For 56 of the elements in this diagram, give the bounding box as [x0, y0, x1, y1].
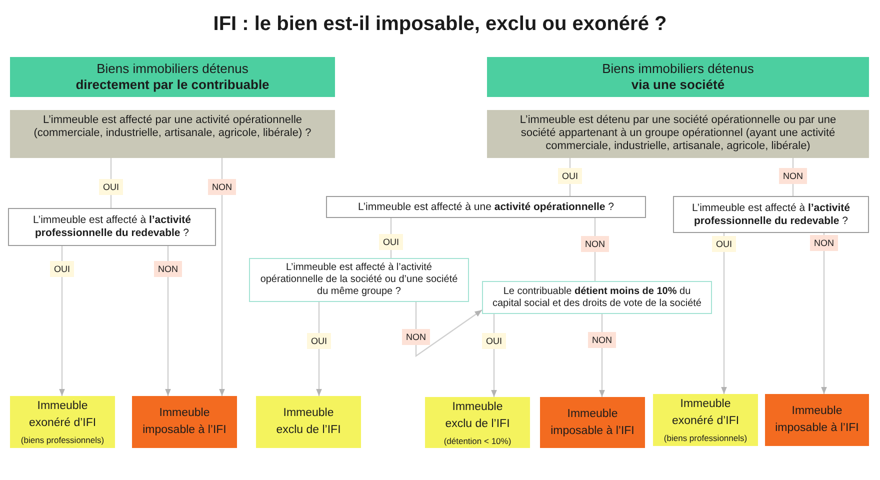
- edge-label: OUI: [307, 333, 331, 349]
- result-note: (biens professionnels): [20, 434, 104, 446]
- result-box: [425, 397, 530, 448]
- question-box: [249, 258, 469, 302]
- edge-label: OUI: [379, 234, 403, 250]
- edge-label: NON: [208, 179, 236, 195]
- connector-arrow: [821, 233, 827, 394]
- diagram-title: IFI : le bien est-il imposable, exclu ou exonéré ?: [212, 12, 668, 37]
- result-text: Immeuble imposable à l’IFI: [550, 406, 636, 438]
- question-text: L’immeuble est affecté à l’activité professionnelle du redevable ?: [32, 214, 192, 240]
- question-text: L’immeuble est affecté à l’activité professionnelle du redevable ?: [691, 202, 851, 228]
- edge-label: OUI: [99, 179, 123, 195]
- edge-label: NON: [402, 329, 430, 345]
- result-text: Immeuble exclu de l’IFI: [444, 400, 511, 432]
- result-box: [256, 396, 361, 448]
- result-text: Immeuble imposable à l’IFI: [774, 404, 860, 436]
- edge-label: NON: [810, 235, 838, 251]
- result-box: [653, 394, 758, 446]
- banner-text: Biens immobiliers détenus via une société: [602, 61, 754, 93]
- result-text: Immeuble imposable à l’IFI: [142, 406, 228, 438]
- question-text: L’immeuble est détenu par une société opérationnelle ou par une société appartenant à un groupe opérationnel (ayant une activité commerciale, industrielle, artisanale, agricole, libérale): [518, 114, 838, 153]
- question-text: L’immeuble est affecté à une activité opérationnelle ?: [358, 200, 614, 214]
- result-box: [10, 396, 115, 448]
- result-box: [540, 397, 645, 448]
- question-box: [326, 196, 646, 218]
- edge-label: OUI: [558, 168, 582, 184]
- question-box: [482, 281, 712, 314]
- edge-label: NON: [588, 332, 616, 348]
- question-panel: [10, 110, 335, 158]
- header-banner: [10, 57, 335, 97]
- question-box: [8, 208, 216, 246]
- result-text: Immeuble exonéré d’IFI: [28, 399, 98, 431]
- result-text: Immeuble exclu de l’IFI: [275, 406, 342, 438]
- edge-label: OUI: [712, 236, 736, 252]
- edge-label: NON: [581, 236, 609, 252]
- result-note: (biens professionnels): [664, 432, 748, 444]
- connector-arrow: [59, 246, 65, 396]
- connector-arrow: [415, 302, 482, 358]
- banner-text: Biens immobiliers détenus directement par le contribuable: [76, 61, 270, 93]
- result-text: Immeuble exonéré d’IFI: [670, 397, 740, 429]
- connector-arrow: [165, 246, 171, 396]
- edge-label: NON: [154, 261, 182, 277]
- question-text: L’immeuble est affecté à l’activité opérationnelle de la société ou d’une société du même groupe ?: [259, 262, 459, 298]
- edge-label: OUI: [50, 261, 74, 277]
- question-text: Le contribuable détient moins de 10% du capital social et des droits de vote de la société: [491, 286, 702, 310]
- header-banner: [487, 57, 869, 97]
- connector-arrow: [219, 158, 225, 396]
- result-box: [765, 394, 869, 446]
- question-box: [673, 196, 869, 233]
- result-note: (détention < 10%): [444, 434, 512, 446]
- connector-arrow: [721, 233, 727, 394]
- question-text: L’immeuble est affecté par une activité opérationnelle (commerciale, industrielle, artisanale, agricole, libérale) ?: [32, 114, 312, 140]
- edge-label: NON: [779, 168, 807, 184]
- question-panel: [487, 110, 869, 158]
- edge-label: OUI: [482, 333, 506, 349]
- result-box: [132, 396, 237, 448]
